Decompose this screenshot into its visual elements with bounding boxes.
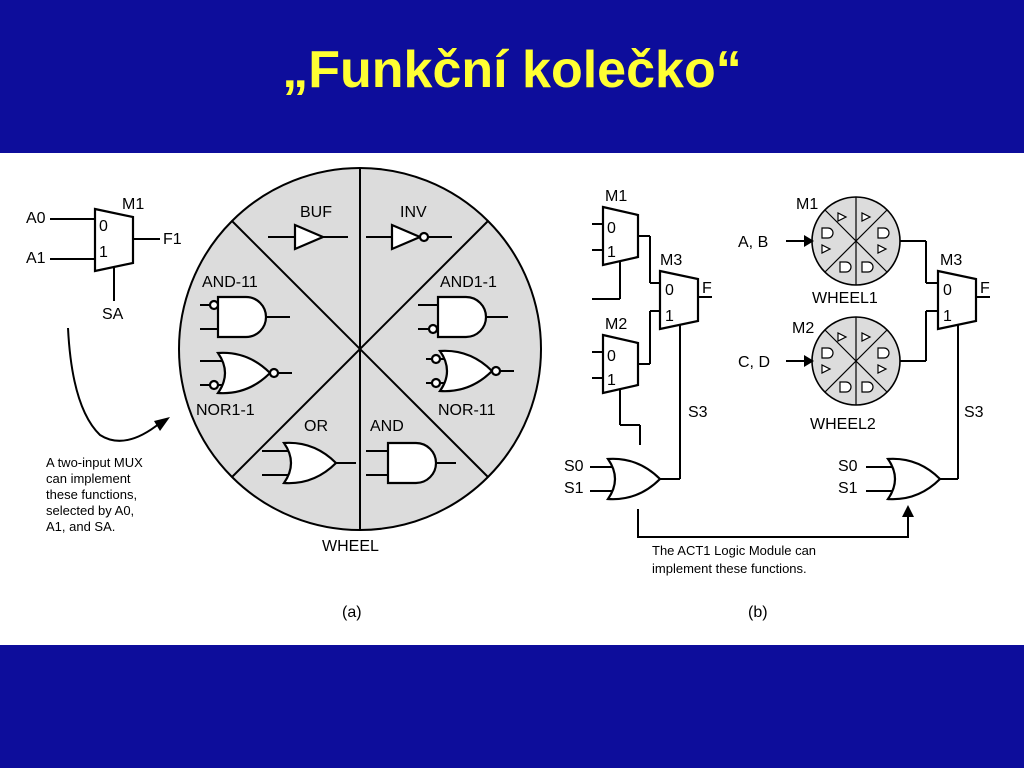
mux-input-a0: A0 — [26, 210, 46, 227]
right-m3-label: M3 — [940, 252, 962, 269]
mux-note-line-1: A two-input MUX — [46, 455, 143, 470]
right-m3-port-1: 1 — [943, 308, 952, 325]
and1-1-gate-symbol — [418, 295, 508, 339]
left-m1-label: M1 — [605, 188, 627, 205]
and-11-gate-symbol — [200, 295, 290, 339]
mux-note: A two-input MUX can implement these func… — [46, 455, 143, 534]
mux-note-line-2: can implement — [46, 471, 131, 486]
right-output-f: F — [980, 280, 990, 297]
act1-module-left — [590, 205, 712, 501]
wheel-label: WHEEL — [322, 538, 379, 555]
act1-module-right — [786, 235, 990, 501]
left-m1-port-0: 0 — [607, 220, 616, 237]
act1-note-line-2: implement these functions. — [652, 561, 807, 576]
wheel-label-nor1-1: NOR1-1 — [196, 402, 255, 419]
right-input-cd: C, D — [738, 354, 770, 371]
caption-a: (a) — [342, 604, 362, 621]
right-m3-port-0: 0 — [943, 282, 952, 299]
wheel-label-and1-1: AND1-1 — [440, 274, 497, 291]
wheel-label-and: AND — [370, 418, 404, 435]
wheel-label-buf: BUF — [300, 204, 332, 221]
module-connector-arrow — [637, 505, 914, 538]
wheel-label-or: OR — [304, 418, 328, 435]
nor1-1-gate-symbol — [200, 351, 292, 395]
right-s3-label: S3 — [964, 404, 984, 421]
function-wheel — [178, 167, 542, 531]
wheel-label-and-11: AND-11 — [202, 274, 258, 291]
mux-note-line-5: A1, and SA. — [46, 519, 115, 534]
left-m3-port-0: 0 — [665, 282, 674, 299]
mux-input-a1: A1 — [26, 250, 46, 267]
wheel-label-nor-11: NOR-11 — [438, 402, 496, 419]
mux-note-line-3: these functions, — [46, 487, 137, 502]
mux-m1-diagram-a — [50, 207, 160, 301]
mux-select-sa: SA — [102, 306, 124, 323]
mux-note-line-4: selected by A0, — [46, 503, 134, 518]
wheel2-label: WHEEL2 — [810, 416, 876, 433]
right-input-ab: A, B — [738, 234, 768, 251]
left-s0-label: S0 — [564, 458, 584, 475]
act1-wheel-diagram: M1 A0 A1 0 1 F1 SA A two-input MUX can i… — [26, 167, 990, 621]
caption-b: (b) — [748, 604, 768, 621]
mux-output-f1: F1 — [163, 231, 182, 248]
slide-title: „Funkční kolečko“ — [282, 41, 742, 99]
right-s0-label: S0 — [838, 458, 858, 475]
mux-port-1: 1 — [99, 244, 108, 261]
left-m2-port-0: 0 — [607, 348, 616, 365]
right-s1-label: S1 — [838, 480, 858, 497]
inv-gate-symbol — [366, 223, 452, 251]
nor-11-gate-symbol — [426, 349, 514, 393]
and-gate-symbol — [366, 441, 456, 485]
mux-port-0: 0 — [99, 218, 108, 235]
buf-gate-symbol — [268, 223, 348, 251]
wheel2-small — [811, 316, 901, 406]
left-m1-port-1: 1 — [607, 244, 616, 261]
left-m2-label: M2 — [605, 316, 627, 333]
wheel-label-inv: INV — [400, 204, 427, 221]
left-m3-port-1: 1 — [665, 308, 674, 325]
mux-m1-label: M1 — [122, 196, 144, 213]
or-gate-symbol — [262, 441, 356, 485]
left-m2-port-1: 1 — [607, 372, 616, 389]
figure-panel: M1 A0 A1 0 1 F1 SA A two-input MUX can i… — [0, 153, 1024, 645]
left-m3-label: M3 — [660, 252, 682, 269]
right-m1-label: M1 — [796, 196, 818, 213]
note-arrow — [67, 327, 170, 442]
act1-note-line-1: The ACT1 Logic Module can — [652, 543, 816, 558]
left-output-f: F — [702, 280, 712, 297]
wheel1-small — [811, 196, 901, 286]
right-m2-label: M2 — [792, 320, 814, 337]
left-s1-label: S1 — [564, 480, 584, 497]
wheel1-label: WHEEL1 — [812, 290, 878, 307]
left-s3-label: S3 — [688, 404, 708, 421]
